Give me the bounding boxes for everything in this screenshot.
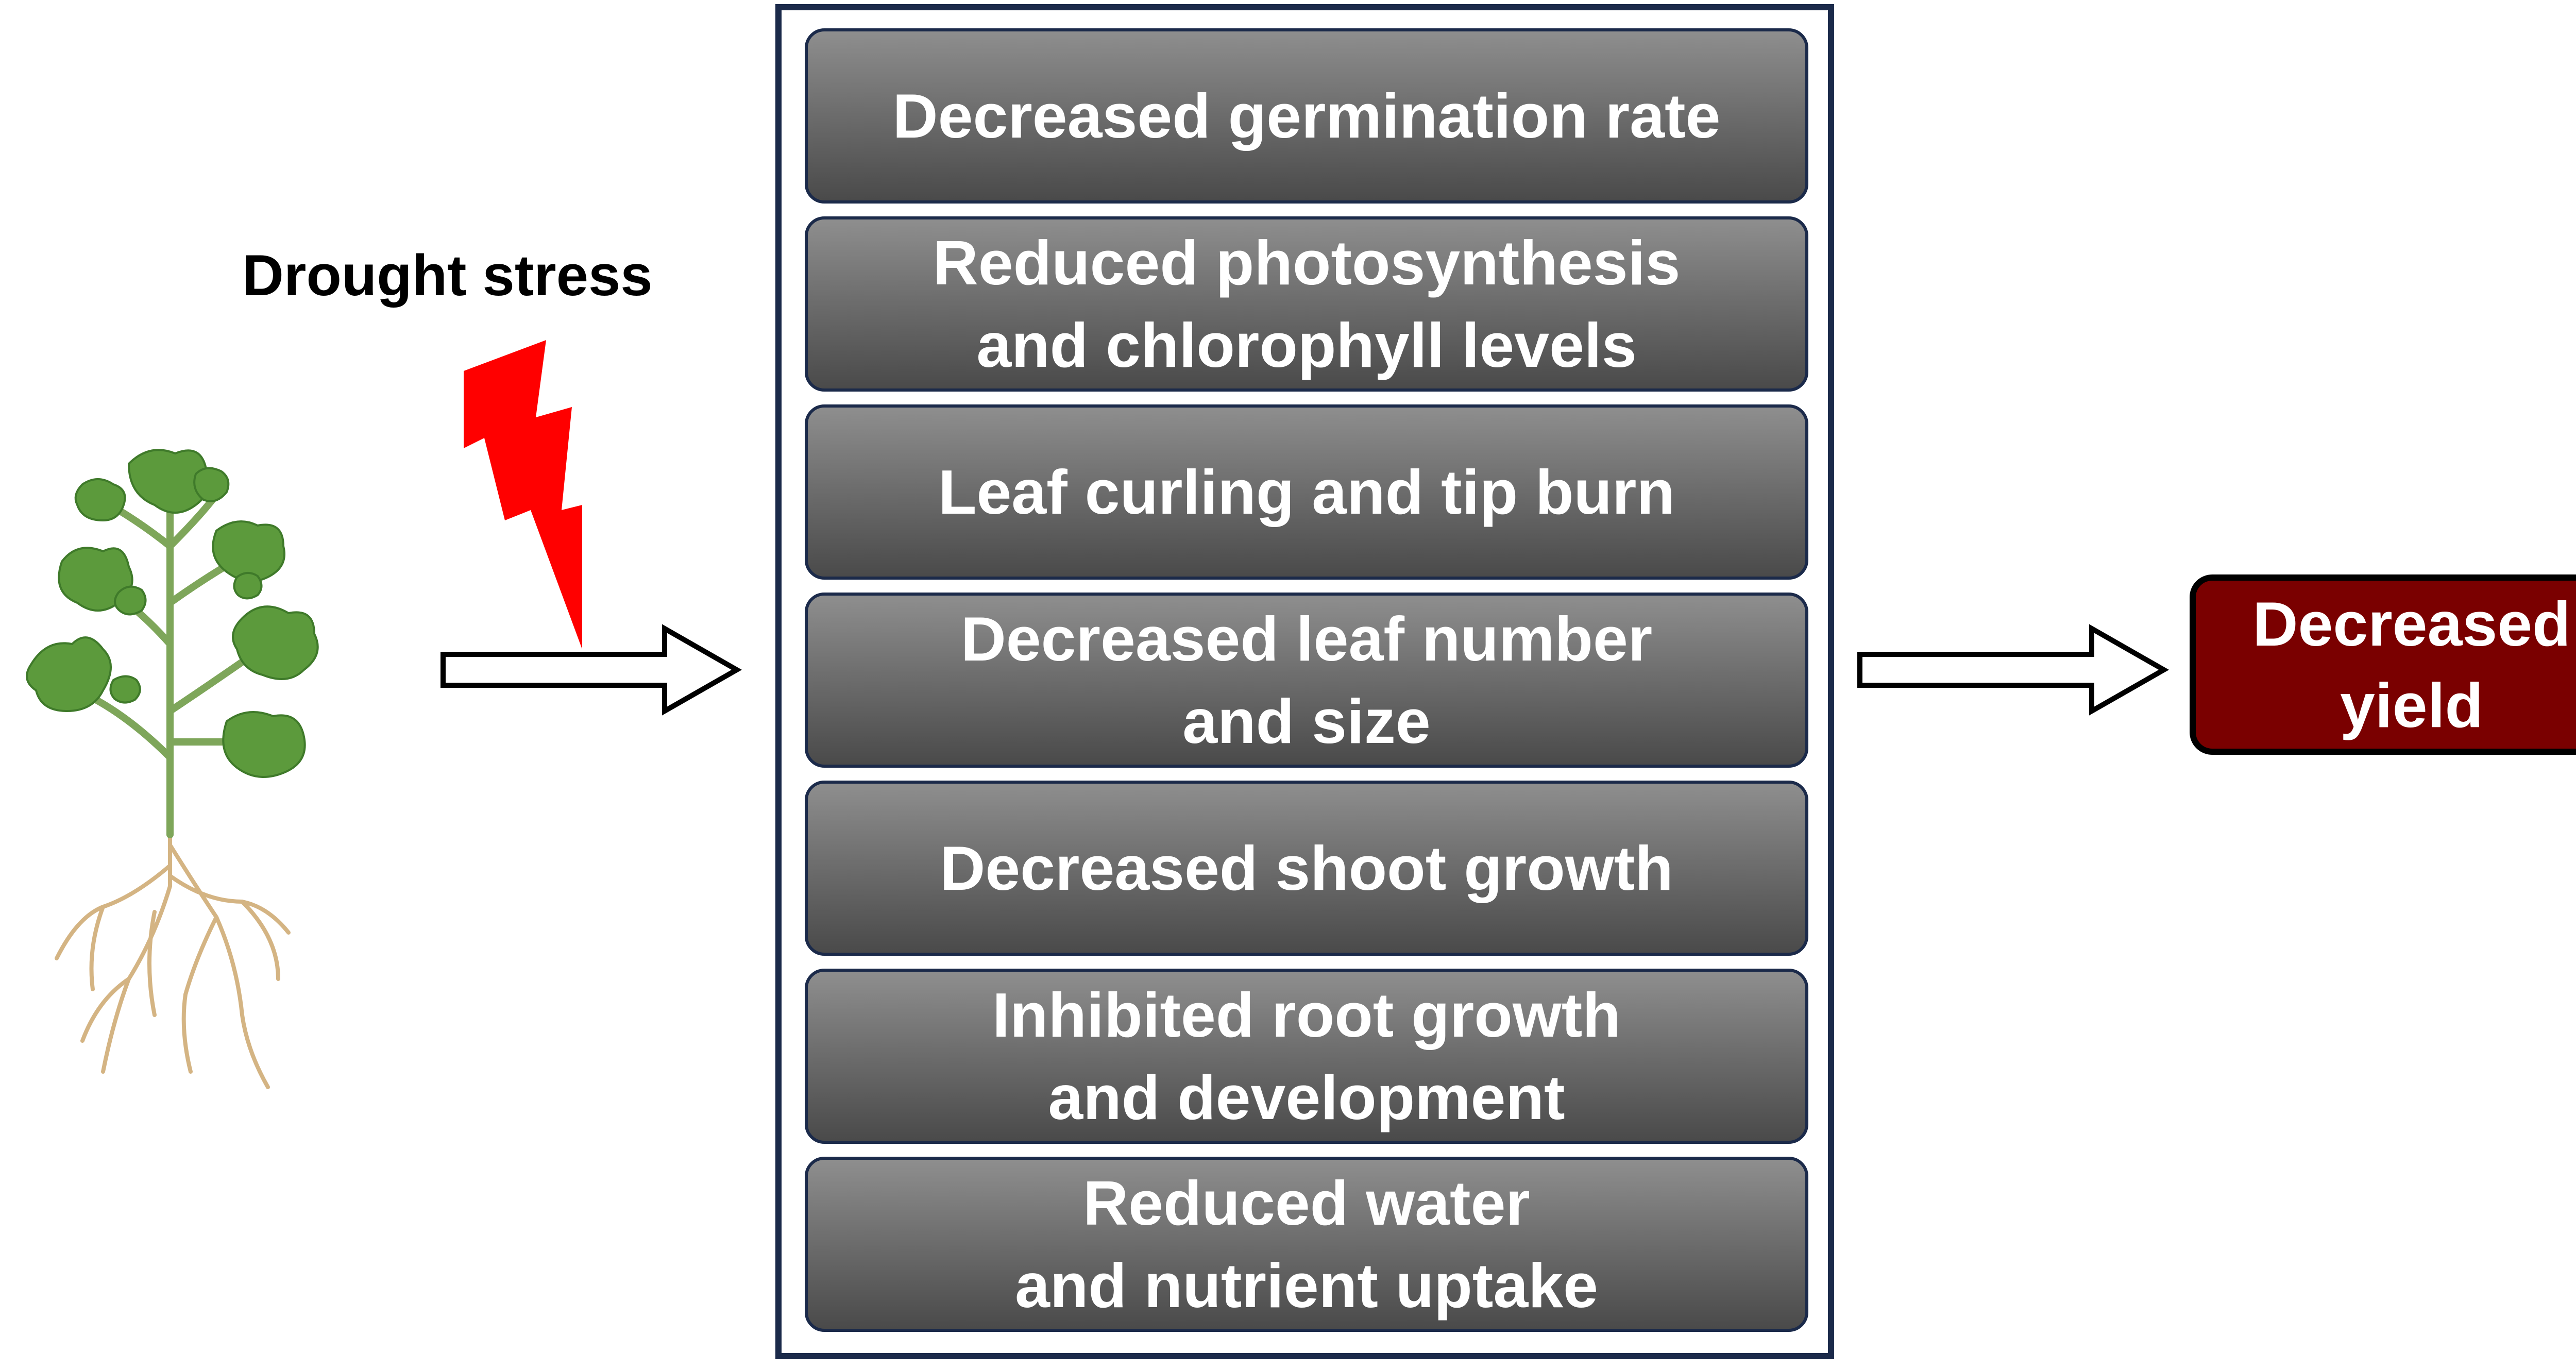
effect-box-shoot-growth: Decreased shoot growth <box>805 781 1808 956</box>
decreased-yield-box: Decreased yield <box>2190 574 2576 755</box>
effect-box-photosynthesis: Reduced photosynthesis and chlorophyll l… <box>805 216 1808 392</box>
effect-box-water-uptake: Reduced water and nutrient uptake <box>805 1157 1808 1332</box>
effect-label: Decreased shoot growth <box>940 833 1673 903</box>
effect-label: Leaf curling and tip burn <box>938 457 1675 527</box>
effect-label: Reduced photosynthesis and chlorophyll l… <box>933 228 1681 380</box>
effect-label: Decreased leaf number and size <box>960 604 1653 756</box>
effect-box-germination: Decreased germination rate <box>805 28 1808 204</box>
drought-stress-label: Drought stress <box>242 243 653 308</box>
plant-stem <box>74 491 272 838</box>
effect-label: Reduced water and nutrient uptake <box>1015 1168 1598 1321</box>
plant-roots <box>55 822 291 1089</box>
outcome-label: Decreased yield <box>2252 589 2571 740</box>
effect-label: Decreased germination rate <box>892 81 1721 151</box>
lightning-bolt-icon <box>464 340 582 649</box>
arrow-right-icon <box>1857 624 2170 716</box>
arrow-right-icon <box>440 624 742 716</box>
effect-box-leaf-number: Decreased leaf number and size <box>805 593 1808 768</box>
plant-leaves <box>26 449 319 778</box>
plant-illustration <box>26 449 319 1089</box>
effect-label: Inhibited root growth and development <box>992 980 1621 1132</box>
effect-box-leaf-curling: Leaf curling and tip burn <box>805 404 1808 580</box>
effect-box-root-growth: Inhibited root growth and development <box>805 969 1808 1144</box>
